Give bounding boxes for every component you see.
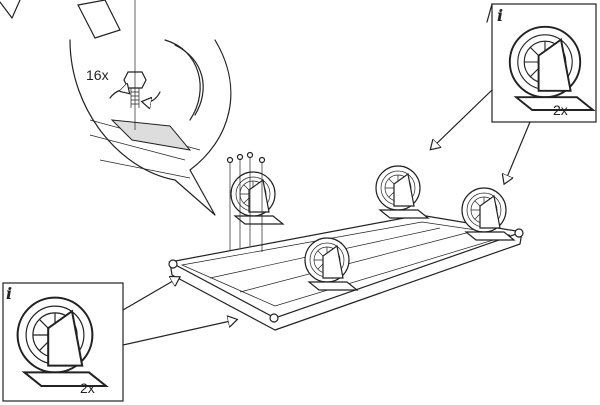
info-icon: i bbox=[497, 6, 504, 25]
top-right-quantity-label: 2x bbox=[553, 102, 568, 118]
info-icon: i bbox=[6, 284, 13, 303]
detail-quantity-label: 16x bbox=[86, 67, 109, 83]
callout-swivel-caster bbox=[2, 282, 124, 402]
caster-front-left bbox=[231, 172, 283, 224]
caster-back-left bbox=[376, 166, 428, 218]
bottom-left-quantity-label: 2x bbox=[80, 380, 95, 396]
screws-icon bbox=[226, 151, 266, 252]
step-corner-marker bbox=[0, 0, 21, 19]
pointer-arrows bbox=[122, 89, 531, 346]
callout-fixed-caster bbox=[486, 3, 597, 123]
detail-magnifier bbox=[69, 0, 232, 216]
